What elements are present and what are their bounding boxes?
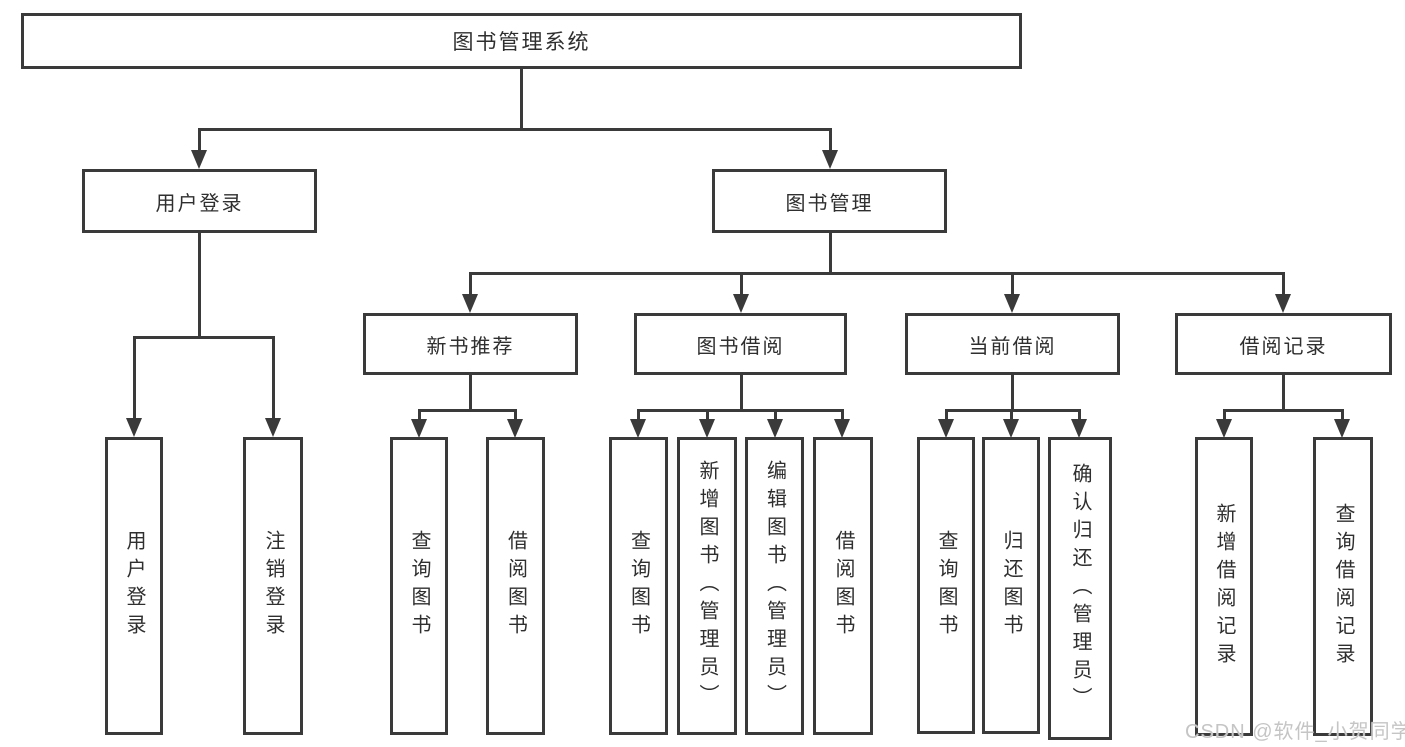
arrow-down-icon: [462, 294, 478, 313]
connector-line: [198, 233, 201, 339]
arrow-down-icon: [630, 419, 646, 438]
node-leaf-query-books-2: 查询图书: [609, 437, 668, 735]
node-leaf-confirm-return-admin: 确认归还（管理员）: [1048, 437, 1112, 740]
connector-line: [133, 336, 275, 339]
node-leaf-edit-books-admin: 编辑图书（管理员）: [745, 437, 804, 735]
connector-line: [1341, 409, 1344, 420]
arrow-down-icon: [822, 150, 838, 169]
node-label: 查询图书: [935, 529, 957, 642]
arrow-down-icon: [767, 419, 783, 438]
connector-line: [469, 375, 472, 412]
connector-line: [774, 409, 777, 420]
connector-line: [469, 272, 472, 296]
arrow-down-icon: [938, 419, 954, 438]
node-label: 确认归还（管理员）: [1069, 462, 1091, 715]
connector-line: [133, 336, 136, 419]
arrow-down-icon: [1216, 419, 1232, 438]
arrow-down-icon: [699, 419, 715, 438]
node-leaf-borrow-books-1: 借阅图书: [486, 437, 545, 735]
node-label: 图书管理: [785, 192, 874, 215]
node-label: 查询图书: [408, 530, 430, 642]
node-label: 当前借阅: [968, 335, 1057, 358]
arrow-down-icon: [1334, 419, 1350, 438]
node-current-borrowing: 当前借阅: [905, 313, 1120, 375]
node-label: 新书推荐: [426, 335, 515, 358]
connector-line: [740, 272, 743, 296]
node-leaf-add-books-admin: 新增图书（管理员）: [677, 437, 737, 735]
node-label: 借阅记录: [1239, 335, 1328, 358]
node-label: 用户登录: [155, 192, 244, 215]
node-label: 注销登录: [262, 530, 284, 642]
connector-line: [520, 69, 523, 129]
arrow-down-icon: [1003, 419, 1019, 438]
node-leaf-query-books-1: 查询图书: [390, 437, 448, 735]
connector-line: [706, 409, 709, 420]
connector-line: [637, 409, 640, 420]
node-leaf-add-borrow-record: 新增借阅记录: [1195, 437, 1253, 736]
node-user-login: 用户登录: [82, 169, 317, 233]
arrow-down-icon: [1004, 294, 1020, 313]
connector-line: [1282, 272, 1285, 296]
connector-line: [945, 409, 948, 420]
connector-line: [1282, 375, 1285, 412]
node-book-borrowing: 图书借阅: [634, 313, 847, 375]
node-label: 图书借阅: [696, 335, 785, 358]
connector-line: [418, 409, 516, 412]
node-label: 图书管理系统: [452, 31, 591, 54]
node-leaf-user-login: 用户登录: [105, 437, 163, 735]
connector-line: [1223, 409, 1344, 412]
node-label: 编辑图书（管理员）: [763, 460, 786, 712]
connector-line: [418, 409, 421, 420]
node-label: 借阅图书: [504, 530, 527, 642]
connector-line: [1011, 272, 1014, 296]
node-label: 用户登录: [123, 530, 145, 642]
node-new-book-recommend: 新书推荐: [363, 313, 578, 375]
arrow-down-icon: [834, 419, 850, 438]
node-label: 新增图书（管理员）: [696, 460, 718, 712]
connector-line: [841, 409, 844, 420]
node-label: 查询图书: [627, 530, 650, 642]
connector-line: [198, 128, 832, 131]
arrow-down-icon: [126, 418, 142, 437]
connector-line: [740, 375, 743, 412]
node-label: 新增借阅记录: [1213, 502, 1235, 671]
connector-line: [514, 409, 517, 420]
arrow-down-icon: [191, 150, 207, 169]
connector-line: [198, 128, 201, 152]
arrow-down-icon: [265, 418, 281, 437]
node-label: 借阅图书: [832, 530, 854, 642]
node-leaf-query-borrow-record: 查询借阅记录: [1313, 437, 1373, 736]
node-label: 查询借阅记录: [1332, 502, 1354, 671]
node-leaf-return-books: 归还图书: [982, 437, 1040, 734]
node-borrowing-records: 借阅记录: [1175, 313, 1392, 375]
node-leaf-borrow-books-2: 借阅图书: [813, 437, 873, 735]
node-book-management: 图书管理: [712, 169, 947, 233]
connector-line: [637, 409, 844, 412]
connector-line: [1011, 375, 1014, 412]
node-library-management-system: 图书管理系统: [21, 13, 1022, 69]
csdn-watermark: CSDN @软件_小贺同学: [1185, 721, 1405, 743]
connector-line: [1223, 409, 1226, 420]
connector-line: [272, 336, 275, 419]
connector-line: [829, 128, 832, 152]
arrow-down-icon: [507, 419, 523, 438]
connector-line: [829, 233, 832, 275]
arrow-down-icon: [733, 294, 749, 313]
connector-line: [469, 272, 1285, 275]
node-leaf-query-books-3: 查询图书: [917, 437, 975, 734]
connector-line: [1010, 409, 1013, 420]
node-leaf-logout: 注销登录: [243, 437, 303, 735]
connector-line: [945, 409, 1081, 412]
arrow-down-icon: [1071, 419, 1087, 438]
arrow-down-icon: [411, 419, 427, 438]
arrow-down-icon: [1275, 294, 1291, 313]
connector-line: [1078, 409, 1081, 420]
node-label: 归还图书: [1000, 529, 1022, 642]
